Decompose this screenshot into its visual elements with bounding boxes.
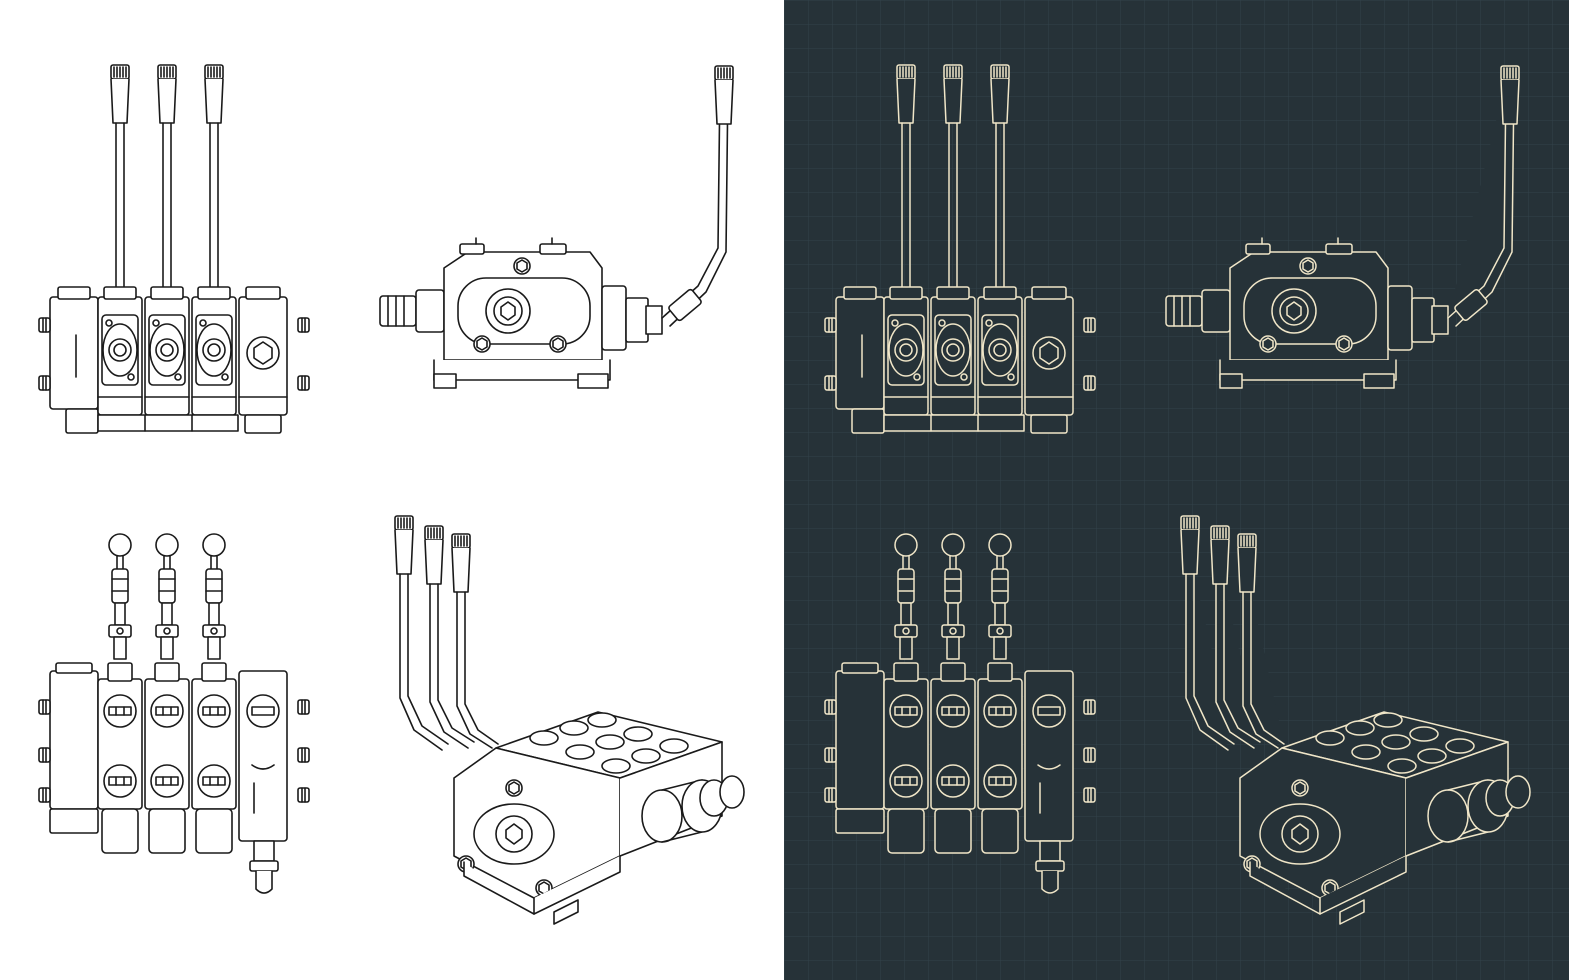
dark-panel: [784, 0, 1569, 980]
light-panel: [0, 0, 784, 980]
dark-drawing-sheet: [784, 0, 1569, 980]
light-drawing-sheet: [0, 0, 784, 980]
